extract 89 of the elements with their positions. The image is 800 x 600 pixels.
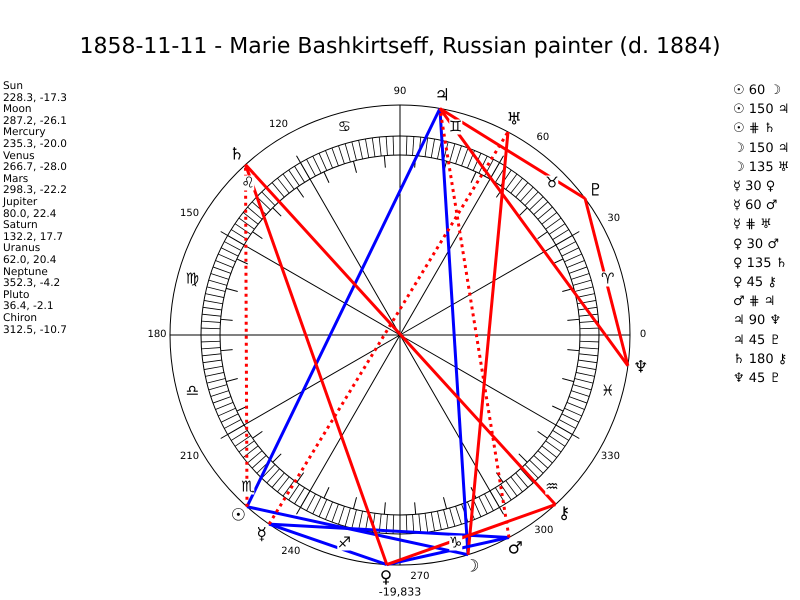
zodiac-sign-glyph: ♏ (241, 480, 255, 495)
planet-glyph: ♆ (632, 359, 650, 376)
aspect-entry: ♃ 45 ♇ (733, 334, 782, 347)
planet-glyph: ♅ (505, 112, 523, 129)
degree-label: 0 (640, 330, 646, 340)
planet-glyph: ☽ (463, 558, 480, 576)
aspect-line (386, 536, 510, 566)
zodiac-sign-glyph: ♓ (600, 383, 614, 398)
planet-name: Chiron (3, 313, 38, 324)
planet-glyph: ☉ (230, 508, 247, 525)
position-value: 287.2, -26.1 (3, 116, 67, 126)
planet-name: Saturn (3, 220, 38, 231)
position-value: 235.3, -20.0 (3, 139, 67, 150)
chart-title: 1858-11-11 - Marie Bashkirtseff, Russian painter (d. 1884) (79, 36, 721, 58)
planet-glyph: ♄ (228, 146, 246, 164)
degree-label: 300 (534, 526, 554, 536)
aspect-entry: ☽ 135 ♅ (733, 160, 790, 174)
planet-name: Venus (3, 150, 35, 162)
aspect-line (269, 522, 510, 539)
aspect-line (584, 198, 630, 366)
aspect-line (246, 108, 442, 508)
degree-label: 120 (268, 120, 288, 130)
aspect-line (268, 522, 388, 566)
position-value: 80.0, 22.4 (3, 208, 56, 220)
position-value: 228.3, -17.3 (3, 92, 67, 104)
position-value: 312.5, -10.7 (3, 324, 67, 336)
value-label: -19,833 (378, 586, 422, 598)
zodiac-sign-glyph: ♑ (448, 535, 462, 550)
aspect-entry: ☉ 60 ☽ (733, 84, 782, 97)
degree-label: 270 (410, 572, 430, 582)
zodiac-sign-glyph: ♌ (241, 175, 255, 190)
aspect-entry: ☿ 60 ♂ (733, 199, 778, 212)
zodiac-sign-glyph: ♒ (545, 480, 559, 495)
aspect-entry: ♀ 30 ♂ (733, 238, 779, 251)
zodiac-sign-glyph: ♈ (600, 272, 614, 287)
aspect-entry: ☉ 150 ♃ (733, 103, 790, 116)
position-value: 132.2, 17.7 (3, 232, 64, 242)
planet-name: Moon (3, 104, 32, 115)
aspect-line (438, 108, 630, 367)
zodiac-sign-glyph: ♐ (338, 535, 352, 550)
aspect-entry: ♀ 45 ⚷ (733, 276, 777, 289)
zodiac-sign-glyph: ♉ (545, 175, 559, 190)
planet-glyph: ☿ (255, 526, 268, 544)
degree-label: 90 (394, 87, 406, 97)
degree-label: 240 (281, 547, 300, 558)
aspect-entry: ☿ ⋕ ♅ (733, 218, 772, 232)
degree-label: 180 (147, 330, 167, 340)
planet-name: Jupiter (3, 197, 38, 208)
aspect-line (386, 503, 556, 566)
position-value: 62.0, 20.4 (3, 255, 56, 266)
zodiac-sign-glyph: ♊ (448, 120, 462, 135)
degree-label: 30 (607, 214, 620, 224)
aspect-entry: ♆ 45 ♇ (733, 372, 782, 385)
planet-name: Pluto (3, 290, 30, 300)
aspect-entry: ♀ 135 ♄ (733, 256, 788, 270)
planet-glyph: ♀ (378, 569, 394, 586)
aspect-line (244, 164, 556, 506)
aspect-line (438, 108, 470, 555)
aspect-line (244, 164, 388, 566)
position-value: 36.4, -2.1 (3, 301, 54, 312)
aspect-line (244, 164, 248, 507)
planet-glyph: ♂ (506, 540, 524, 558)
planet-glyph: ♇ (586, 182, 604, 200)
planet-glyph: ♃ (434, 87, 451, 104)
planet-name: Sun (3, 81, 23, 92)
aspect-line (268, 131, 510, 525)
position-value: 266.7, -28.0 (3, 162, 67, 173)
position-value: 352.3, -4.2 (3, 278, 60, 289)
aspect-line (466, 132, 510, 555)
aspect-entry: ♄ 180 ⚷ (733, 352, 788, 366)
aspect-entry: ☿ 30 ♀ (733, 180, 776, 193)
planet-name: Mercury (3, 127, 46, 138)
aspect-entry: ♃ 90 ♆ (733, 314, 782, 328)
aspect-line (439, 107, 586, 200)
aspect-entry: ♂ ⋕ ♃ (733, 295, 776, 308)
degree-label: 150 (180, 208, 200, 218)
planet-name: Mars (3, 174, 28, 184)
degree-label: 60 (536, 133, 550, 144)
aspect-line (438, 108, 510, 538)
aspect-line (246, 505, 468, 556)
zodiac-sign-glyph: ♍ (186, 272, 200, 287)
degree-label: 330 (600, 452, 620, 462)
position-value: 298.3, -22.2 (3, 185, 67, 196)
aspect-entry: ☉ ⋕ ♄ (733, 122, 776, 136)
planet-glyph: ⚷ (556, 506, 572, 523)
planet-name: Neptune (3, 266, 48, 278)
planet-name: Uranus (3, 243, 40, 254)
aspect-entry: ☽ 150 ♃ (733, 142, 790, 155)
degree-label: 210 (180, 452, 200, 462)
